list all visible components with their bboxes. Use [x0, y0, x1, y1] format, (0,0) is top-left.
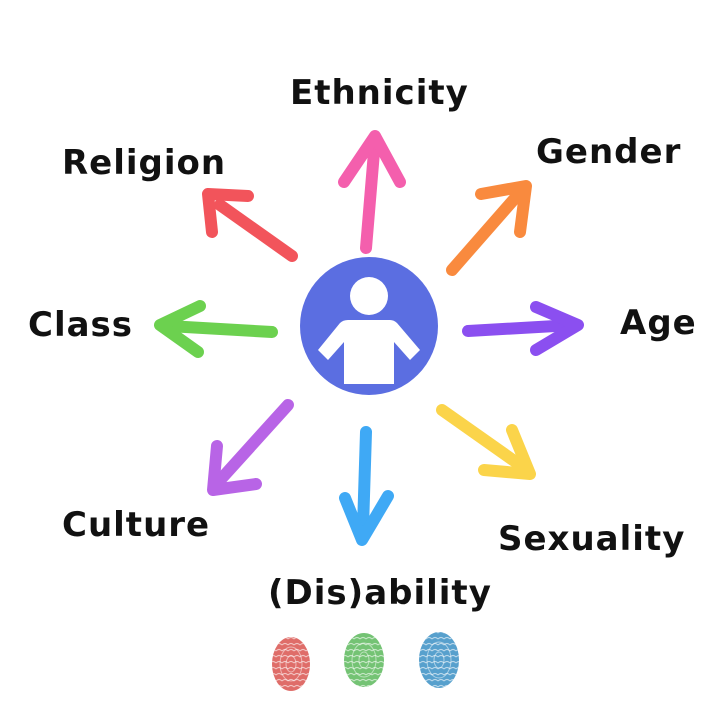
label-ethnicity: Ethnicity	[290, 73, 469, 113]
fingerprint-row	[272, 632, 459, 691]
label-culture: Culture	[62, 505, 211, 545]
arrow-age	[462, 301, 584, 356]
arrow-disability	[339, 426, 394, 546]
fingerprint-icon	[344, 633, 384, 687]
arrow-culture	[207, 399, 294, 496]
fingerprint-icon	[419, 632, 459, 688]
label-sexuality: Sexuality	[498, 519, 686, 559]
label-disability: (Dis)ability	[268, 573, 492, 613]
arrow-sexuality	[436, 404, 536, 480]
arrow-class	[154, 300, 278, 358]
arrow-gender	[446, 180, 532, 276]
arrow-ethnicity	[338, 130, 406, 254]
label-class: Class	[28, 305, 134, 345]
label-age: Age	[620, 303, 697, 343]
arrow-religion	[202, 188, 298, 262]
person-icon	[300, 257, 438, 395]
label-gender: Gender	[536, 132, 682, 172]
fingerprint-icon	[272, 637, 310, 691]
label-religion: Religion	[62, 143, 227, 183]
